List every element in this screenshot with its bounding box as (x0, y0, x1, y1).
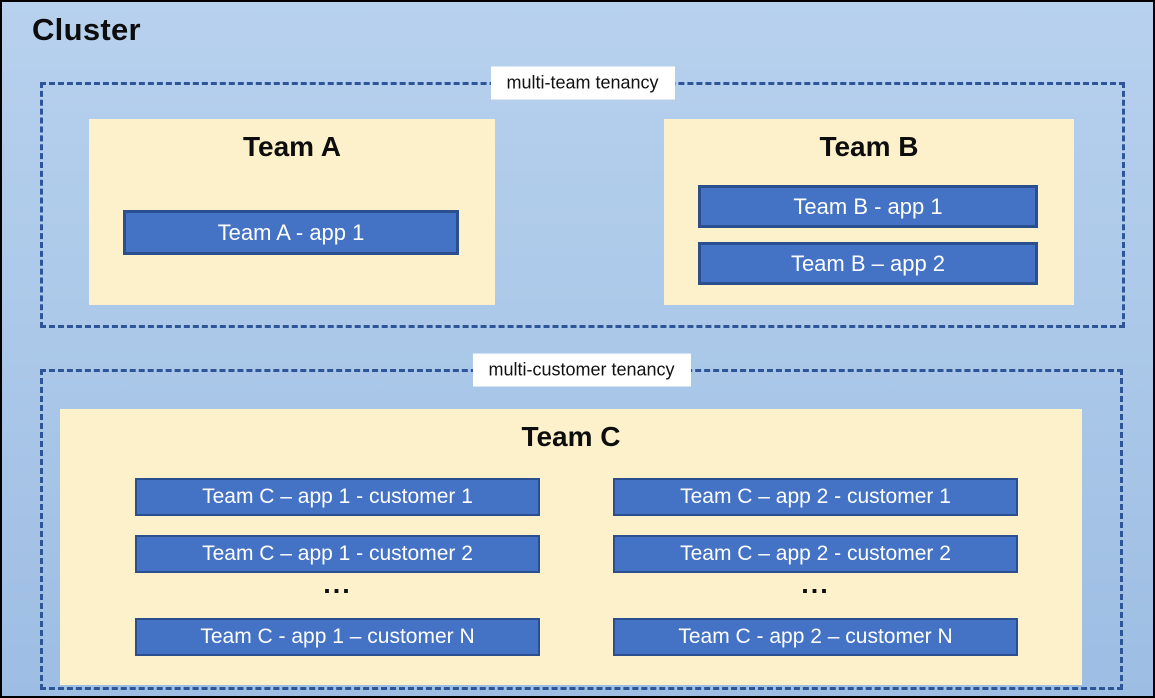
team-b-app-1: Team B - app 1 (698, 185, 1038, 228)
team-c-app2-customerN: Team C - app 2 – customer N (613, 618, 1018, 656)
multi-team-tenancy-label: multi-team tenancy (490, 66, 675, 100)
team-c-app2-ellipsis: ... (801, 569, 830, 599)
multi-team-tenancy-group: multi-team tenancy Team A Team A - app 1… (40, 66, 1125, 328)
team-c-app1-ellipsis: ... (323, 569, 352, 599)
team-a-app-1: Team A - app 1 (123, 210, 459, 255)
team-c-app2-customer2: Team C – app 2 - customer 2 (613, 535, 1018, 573)
team-c-app1-customerN: Team C - app 1 – customer N (135, 618, 540, 656)
team-b-title: Team B (819, 131, 919, 162)
team-c-title: Team C (521, 421, 621, 452)
team-c-app2-customer1: Team C – app 2 - customer 1 (613, 478, 1018, 516)
team-b-box: Team B Team B - app 1 Team B – app 2 (664, 119, 1074, 305)
team-c-box: Team C Team C – app 1 - customer 1 Team … (60, 409, 1082, 685)
team-a-title: Team A (242, 131, 342, 162)
cluster-title: Cluster (32, 12, 141, 47)
team-c-app1-customer1: Team C – app 1 - customer 1 (135, 478, 540, 516)
multi-customer-tenancy-label: multi-customer tenancy (472, 353, 691, 387)
multi-customer-tenancy-group: multi-customer tenancy Team C Team C – a… (40, 353, 1123, 690)
team-b-app-2: Team B – app 2 (698, 242, 1038, 285)
team-a-box: Team A Team A - app 1 (89, 119, 495, 305)
team-c-app1-customer2: Team C – app 1 - customer 2 (135, 535, 540, 573)
